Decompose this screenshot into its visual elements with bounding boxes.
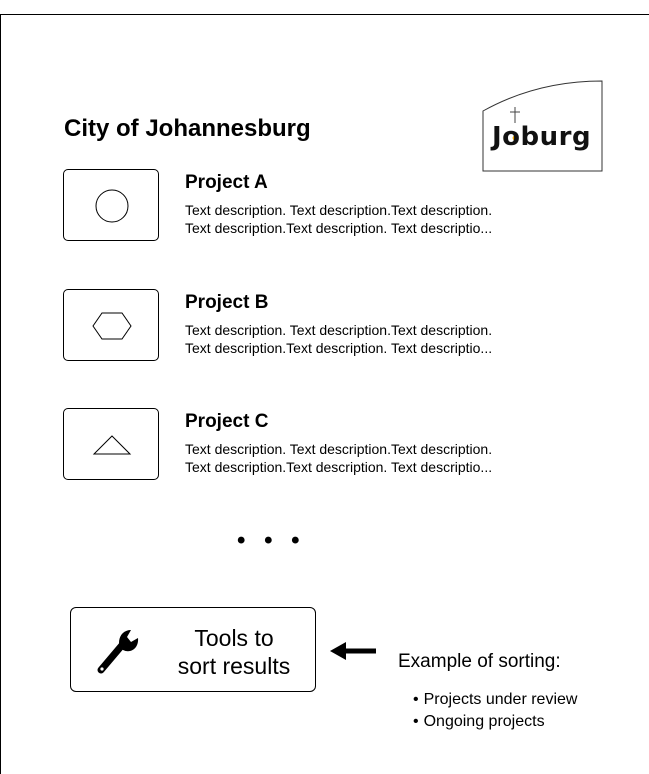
sorting-options-list: Projects under review Ongoing projects bbox=[413, 689, 578, 733]
sort-option[interactable]: Projects under review bbox=[413, 689, 578, 711]
description-line: Text description.Text description. Text … bbox=[185, 459, 493, 475]
project-description: Text description. Text description.Text … bbox=[185, 201, 605, 237]
tools-label: Tools to sort results bbox=[159, 624, 309, 680]
page-frame bbox=[0, 14, 649, 774]
project-thumbnail[interactable] bbox=[63, 408, 159, 480]
description-line: Text description. Text description.Text … bbox=[185, 441, 493, 457]
page-title: City of Johannesburg bbox=[64, 115, 311, 142]
wrench-icon bbox=[97, 630, 139, 674]
project-card-a[interactable]: Project A Text description. Text descrip… bbox=[63, 169, 603, 243]
description-line: Text description.Text description. Text … bbox=[185, 220, 493, 236]
sorting-example-heading: Example of sorting: bbox=[398, 651, 561, 672]
project-card-b[interactable]: Project B Text description. Text descrip… bbox=[63, 289, 603, 363]
tools-label-line: sort results bbox=[177, 653, 291, 679]
project-title[interactable]: Project C bbox=[185, 411, 269, 432]
project-description: Text description. Text description.Text … bbox=[185, 440, 605, 476]
joburg-logo: Joburg bbox=[482, 80, 604, 172]
more-results-indicator[interactable]: • • • bbox=[237, 527, 306, 554]
triangle-icon bbox=[92, 435, 132, 455]
description-line: Text description.Text description. Text … bbox=[185, 340, 493, 356]
logo-frame bbox=[482, 80, 603, 172]
sort-tools-button[interactable]: Tools to sort results bbox=[70, 607, 316, 692]
arrow-left-icon bbox=[330, 642, 376, 660]
description-line: Text description. Text description.Text … bbox=[185, 322, 493, 338]
project-description: Text description. Text description.Text … bbox=[185, 321, 605, 357]
project-card-c[interactable]: Project C Text description. Text descrip… bbox=[63, 408, 603, 482]
project-title[interactable]: Project B bbox=[185, 292, 269, 313]
logo-text: Joburg bbox=[492, 122, 592, 152]
project-thumbnail[interactable] bbox=[63, 169, 159, 241]
circle-icon bbox=[95, 189, 129, 223]
project-title[interactable]: Project A bbox=[185, 172, 268, 193]
hexagon-icon bbox=[92, 312, 132, 340]
project-thumbnail[interactable] bbox=[63, 289, 159, 361]
sort-option[interactable]: Ongoing projects bbox=[413, 711, 577, 733]
tools-label-line: Tools to bbox=[194, 625, 274, 651]
description-line: Text description. Text description.Text … bbox=[185, 202, 493, 218]
